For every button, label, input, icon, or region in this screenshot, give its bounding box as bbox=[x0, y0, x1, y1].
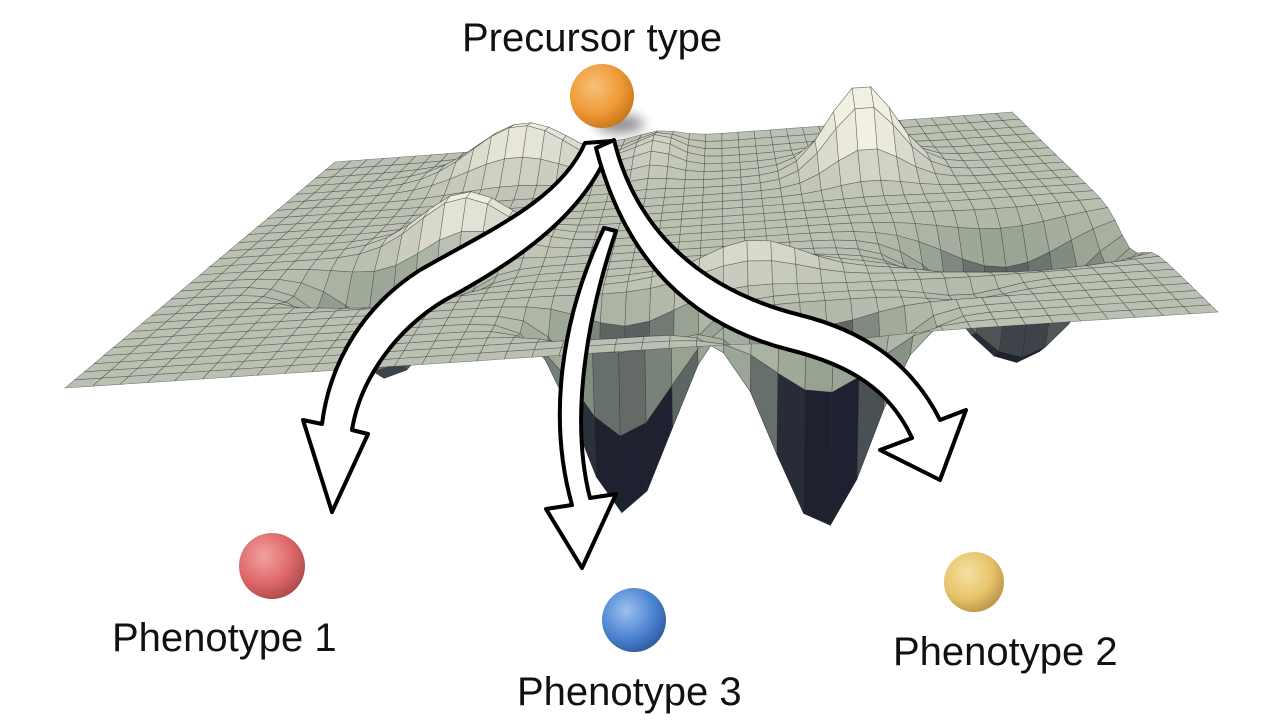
landscape-mesh-cell bbox=[721, 146, 740, 157]
landscape-mesh-cell bbox=[476, 350, 508, 362]
landscape-mesh-cell bbox=[644, 188, 666, 199]
landscape-mesh-cell bbox=[850, 222, 876, 233]
landscape-mesh-cell bbox=[860, 179, 885, 198]
landscape-mesh-cell bbox=[993, 317, 1027, 327]
landscape-mesh-cell bbox=[586, 343, 616, 354]
landscape-mesh-cell bbox=[886, 203, 912, 214]
landscape-mesh-cell bbox=[704, 140, 723, 150]
landscape-mesh-cell bbox=[846, 281, 874, 292]
phenotype-2-label: Phenotype 2 bbox=[893, 630, 1118, 674]
landscape-mesh-cell bbox=[569, 239, 595, 249]
landscape-mesh-cell bbox=[704, 148, 723, 157]
landscape-mesh-cell bbox=[665, 178, 686, 189]
landscape-mesh-cell bbox=[848, 213, 873, 224]
landscape-mesh-cell bbox=[503, 349, 535, 360]
landscape-mesh-cell bbox=[721, 131, 739, 142]
precursor-type-label: Precursor type bbox=[462, 16, 723, 60]
landscape-mesh-cell bbox=[863, 195, 888, 207]
landscape-mesh-cell bbox=[854, 107, 878, 151]
landscape-mesh-cell bbox=[684, 170, 705, 180]
landscape-mesh-cell bbox=[823, 198, 847, 210]
landscape-mesh-cell bbox=[575, 224, 600, 233]
landscape-mesh-cell bbox=[844, 271, 872, 283]
landscape-mesh-cell bbox=[705, 133, 723, 142]
landscape-mesh-cell bbox=[944, 276, 975, 296]
arrow-to-phenotype-2-icon bbox=[594, 138, 968, 482]
landscape-mesh-cell bbox=[721, 139, 740, 149]
landscape-surface bbox=[64, 85, 1219, 527]
landscape-mesh-cell bbox=[647, 164, 669, 179]
landscape-mesh-cell bbox=[873, 289, 902, 298]
landscape-mesh-cell bbox=[618, 348, 647, 437]
landscape-mesh-cell bbox=[827, 214, 852, 225]
landscape-mesh-cell bbox=[747, 260, 773, 287]
landscape-mesh-cell bbox=[664, 187, 685, 198]
landscape-mesh-cell bbox=[865, 265, 894, 274]
landscape-mesh-cell bbox=[883, 194, 909, 206]
landscape-mesh-cell bbox=[1047, 313, 1082, 324]
landscape-mesh-cell bbox=[613, 342, 643, 353]
landscape-mesh-cell bbox=[771, 260, 798, 285]
phenotype-2-ball bbox=[944, 552, 1004, 612]
landscape-mesh-cell bbox=[703, 170, 723, 181]
landscape-mesh-cell bbox=[857, 148, 881, 182]
landscape-mesh-cell bbox=[468, 315, 499, 326]
precursor-ball bbox=[570, 64, 634, 128]
landscape-mesh-cell bbox=[531, 347, 562, 358]
landscape-mesh-cell bbox=[472, 306, 503, 317]
landscape-mesh-cell bbox=[746, 239, 773, 262]
landscape-mesh-cell bbox=[851, 86, 875, 110]
landscape-mesh-cell bbox=[890, 211, 916, 224]
landscape-mesh-cell bbox=[684, 179, 705, 189]
landscape-mesh-cell bbox=[624, 287, 651, 327]
landscape-mesh-cell bbox=[649, 150, 670, 167]
landscape-mesh-cell bbox=[704, 155, 723, 165]
phenotype-3-label: Phenotype 3 bbox=[517, 670, 742, 714]
landscape-mesh-cell bbox=[870, 280, 900, 291]
landscape-mesh-cell bbox=[646, 178, 667, 190]
landscape-mesh-cell bbox=[501, 297, 531, 308]
landscape-mesh-cell bbox=[544, 246, 571, 258]
arrow-to-phenotype-3-icon bbox=[544, 226, 618, 570]
landscape-mesh-cell bbox=[641, 340, 671, 351]
landscape-mesh-cell bbox=[578, 216, 603, 226]
phenotype-1-ball bbox=[239, 533, 305, 599]
landscape-mesh-cell bbox=[831, 231, 857, 241]
landscape-mesh-cell bbox=[1020, 315, 1054, 326]
landscape-mesh-cell bbox=[843, 196, 868, 209]
landscape-mesh-cell bbox=[572, 231, 598, 241]
landscape-mesh-cell bbox=[599, 291, 627, 327]
arrows-layer bbox=[301, 138, 968, 570]
phenotype-1-label: Phenotype 1 bbox=[112, 616, 337, 660]
landscape-mesh-cell bbox=[464, 324, 496, 333]
landscape-mesh-cell bbox=[619, 422, 648, 514]
landscape-mesh-cell bbox=[869, 212, 895, 223]
landscape-mesh-cell bbox=[776, 372, 806, 514]
landscape-mesh-cell bbox=[829, 222, 854, 233]
landscape-mesh-cell bbox=[813, 247, 839, 255]
landscape-mesh-cell bbox=[866, 204, 891, 215]
landscape-mesh-cell bbox=[829, 376, 860, 527]
phenotype-3-ball bbox=[602, 588, 666, 652]
balls-layer bbox=[239, 64, 1004, 652]
landscape-mesh-cell bbox=[807, 223, 833, 234]
arrow-to-phenotype-1-icon bbox=[301, 139, 614, 514]
landscape-mesh-cell bbox=[803, 389, 833, 526]
landscape-mesh-cell bbox=[703, 163, 723, 173]
landscape-mesh-cell bbox=[811, 239, 837, 249]
landscape-mesh-cell bbox=[809, 231, 835, 242]
landscape-mesh-cell bbox=[1182, 304, 1219, 315]
